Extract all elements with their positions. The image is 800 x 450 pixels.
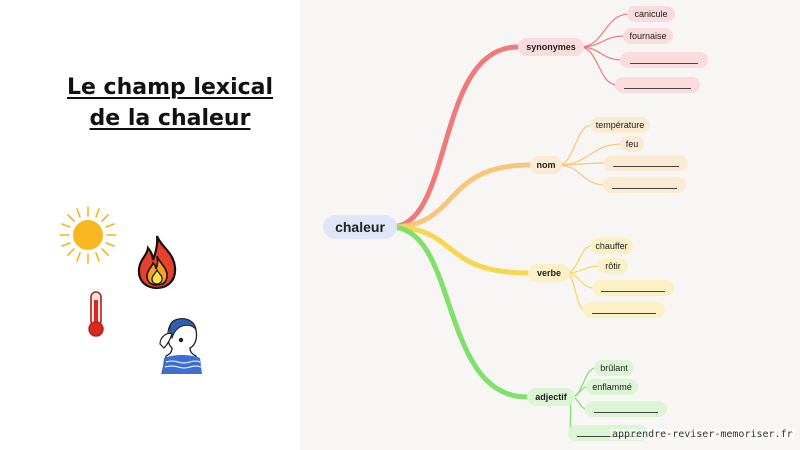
blank-line xyxy=(613,165,679,167)
leaf-node: température xyxy=(590,117,650,133)
flame-icon xyxy=(137,235,177,290)
leaf-node: chauffer xyxy=(590,238,633,254)
blank-leaf-node xyxy=(620,52,708,68)
blank-line xyxy=(624,87,691,89)
blank-leaf-node xyxy=(615,77,700,93)
page-title-line-1: Le champ lexical xyxy=(66,75,274,100)
leaf-branch-synonymes-3 xyxy=(579,46,618,86)
category-node-synonymes: synonymes xyxy=(518,38,584,56)
branch-adjectif xyxy=(388,224,530,400)
sweating-person-icon xyxy=(159,318,202,374)
leaf-node: feu xyxy=(620,136,644,152)
leaf-branch-verbe-0 xyxy=(565,245,593,274)
branch-synonymes xyxy=(388,44,521,230)
branch-nom xyxy=(388,162,533,230)
blank-line xyxy=(576,435,640,437)
blank-leaf-node xyxy=(604,155,688,171)
leaf-node: brûlant xyxy=(594,360,634,376)
blank-leaf-node xyxy=(592,280,674,296)
watermark: apprendre-reviser-memoriser.fr xyxy=(610,429,795,440)
page-title-line-2: de la chaleur xyxy=(89,106,251,131)
leaf-branch-synonymes-1 xyxy=(579,35,626,48)
blank-line xyxy=(601,290,665,292)
leaf-node: rôtir xyxy=(598,258,628,274)
leaf-node: enflammé xyxy=(586,379,638,395)
leaf-node: fournaise xyxy=(623,28,673,44)
leaf-branch-nom-3 xyxy=(557,164,606,186)
category-node-adjectif: adjectif xyxy=(527,388,575,406)
blank-line xyxy=(594,411,658,413)
blank-line xyxy=(612,187,677,189)
leaf-node: canicule xyxy=(627,6,675,22)
branch-verbe xyxy=(388,224,531,276)
leaf-branch-nom-0 xyxy=(557,124,593,166)
category-node-verbe: verbe xyxy=(528,264,570,282)
blank-leaf-node xyxy=(585,401,667,417)
category-node-nom: nom xyxy=(530,156,562,174)
blank-line xyxy=(629,62,699,64)
blank-line xyxy=(592,312,656,314)
blank-leaf-node xyxy=(603,177,686,193)
thermometer-icon xyxy=(88,291,104,337)
center-node: chaleur xyxy=(323,215,397,239)
leaf-branch-synonymes-0 xyxy=(579,13,630,48)
sun-icon xyxy=(59,206,117,264)
left-panel: Le champ lexical de la chaleur xyxy=(0,0,300,450)
leaf-branch-verbe-3 xyxy=(565,272,586,311)
blank-leaf-node xyxy=(583,302,665,318)
